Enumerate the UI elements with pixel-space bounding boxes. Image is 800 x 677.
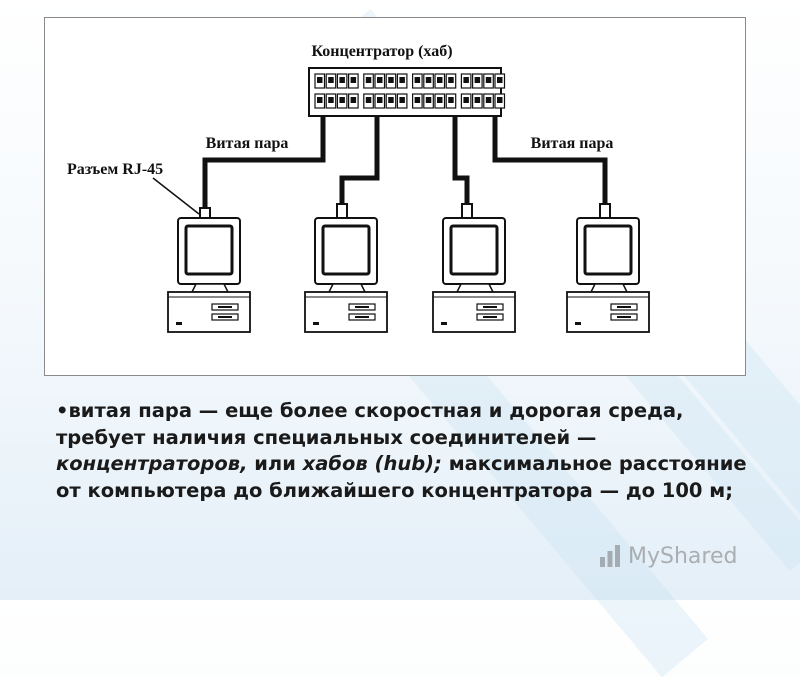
hub-port-socket: [339, 97, 345, 103]
computers: [167, 203, 650, 333]
system-unit: [167, 291, 251, 333]
cable-mid-left: [339, 116, 380, 208]
hub-port-socket: [463, 77, 469, 83]
connector-label: Разъем RJ-45: [67, 161, 163, 178]
cable-right: [492, 116, 608, 208]
text-segment: максимальное расстояние от компьютера до…: [56, 452, 747, 502]
hub-device: [308, 67, 506, 117]
power-led: [313, 322, 319, 325]
hub-port-socket: [485, 97, 492, 103]
monitor-stand: [589, 283, 629, 293]
hub-port-socket: [350, 77, 357, 83]
drive-slot: [355, 306, 369, 308]
hub-port-socket: [365, 97, 372, 103]
system-unit: [304, 291, 388, 333]
body-text: •витая пара — еще более скоростная и дор…: [56, 398, 776, 504]
hub-port-socket: [328, 97, 334, 103]
hub-port-socket: [414, 77, 421, 83]
hub-port-socket: [474, 77, 481, 83]
drive-slot: [218, 306, 232, 308]
hub-port-socket: [448, 77, 454, 83]
bar-chart-icon: [600, 545, 620, 567]
monitor-screen: [449, 224, 499, 276]
drive-slot: [218, 316, 232, 318]
hub-port-socket: [425, 77, 432, 83]
drive-slot: [617, 316, 631, 318]
watermark: MyShared: [598, 541, 737, 571]
left-cable-label: Витая пара: [206, 135, 289, 152]
hub-port-socket: [414, 97, 421, 103]
power-led: [575, 322, 581, 325]
hub-label: Концентратор (хаб): [311, 43, 452, 60]
monitor-stand: [455, 283, 495, 293]
hub-port-socket: [388, 77, 394, 83]
hub-port-socket: [474, 97, 481, 103]
hub-ports: [314, 73, 506, 109]
system-unit: [432, 291, 516, 333]
cable-left: [202, 116, 326, 214]
drive-slot: [483, 306, 497, 308]
hub-port-socket: [497, 77, 503, 83]
rj45-plug: [599, 203, 611, 219]
rj45-plug: [336, 203, 348, 219]
hub-port-socket: [388, 97, 394, 103]
hub-port-socket: [437, 97, 443, 103]
hub-port-socket: [317, 77, 323, 83]
hub-port-socket: [463, 97, 469, 103]
hub-port-socket: [448, 97, 454, 103]
connector-pointer: [152, 177, 200, 215]
hub-port-socket: [485, 77, 492, 83]
computer: [167, 207, 251, 333]
text-segment-italic: хабов (hub);: [302, 452, 442, 475]
network-diagram: Концентратор (хаб) Витая пара Витая пара…: [44, 17, 746, 376]
text-segment-italic: концентраторов,: [56, 452, 248, 475]
computer: [566, 203, 650, 333]
monitor-stand: [190, 283, 230, 293]
drive-slot: [483, 316, 497, 318]
watermark-text: MyShared: [628, 543, 738, 569]
power-led: [176, 322, 182, 325]
rj45-plug: [461, 203, 473, 219]
text-segment: или: [247, 452, 303, 475]
text-segment: витая пара — еще более скоростная и доро…: [56, 399, 684, 449]
monitor-screen: [184, 224, 234, 276]
hub-port-socket: [339, 77, 345, 83]
hub-port-socket: [399, 77, 405, 83]
monitor-stand: [327, 283, 367, 293]
drive-slot: [617, 306, 631, 308]
monitor-screen: [583, 224, 633, 276]
cables: [202, 116, 608, 214]
hub-port-socket: [425, 97, 432, 103]
drive-slot: [355, 316, 369, 318]
hub-port-socket: [497, 97, 503, 103]
hub-port-socket: [377, 77, 383, 83]
bullet: •: [56, 399, 69, 422]
system-unit: [566, 291, 650, 333]
hub-port-socket: [399, 97, 405, 103]
hub-port-socket: [377, 97, 383, 103]
power-led: [441, 322, 447, 325]
hub-port-socket: [437, 77, 443, 83]
hub-port-socket: [365, 77, 372, 83]
monitor-screen: [321, 224, 371, 276]
cable-mid-right: [452, 116, 470, 208]
computer: [304, 203, 388, 333]
hub-port-socket: [328, 77, 334, 83]
hub-port-socket: [317, 97, 323, 103]
right-cable-label: Витая пара: [531, 135, 614, 152]
network-diagram-svg: Концентратор (хаб) Витая пара Витая пара…: [67, 43, 650, 333]
computer: [432, 203, 516, 333]
hub-port-socket: [350, 97, 357, 103]
